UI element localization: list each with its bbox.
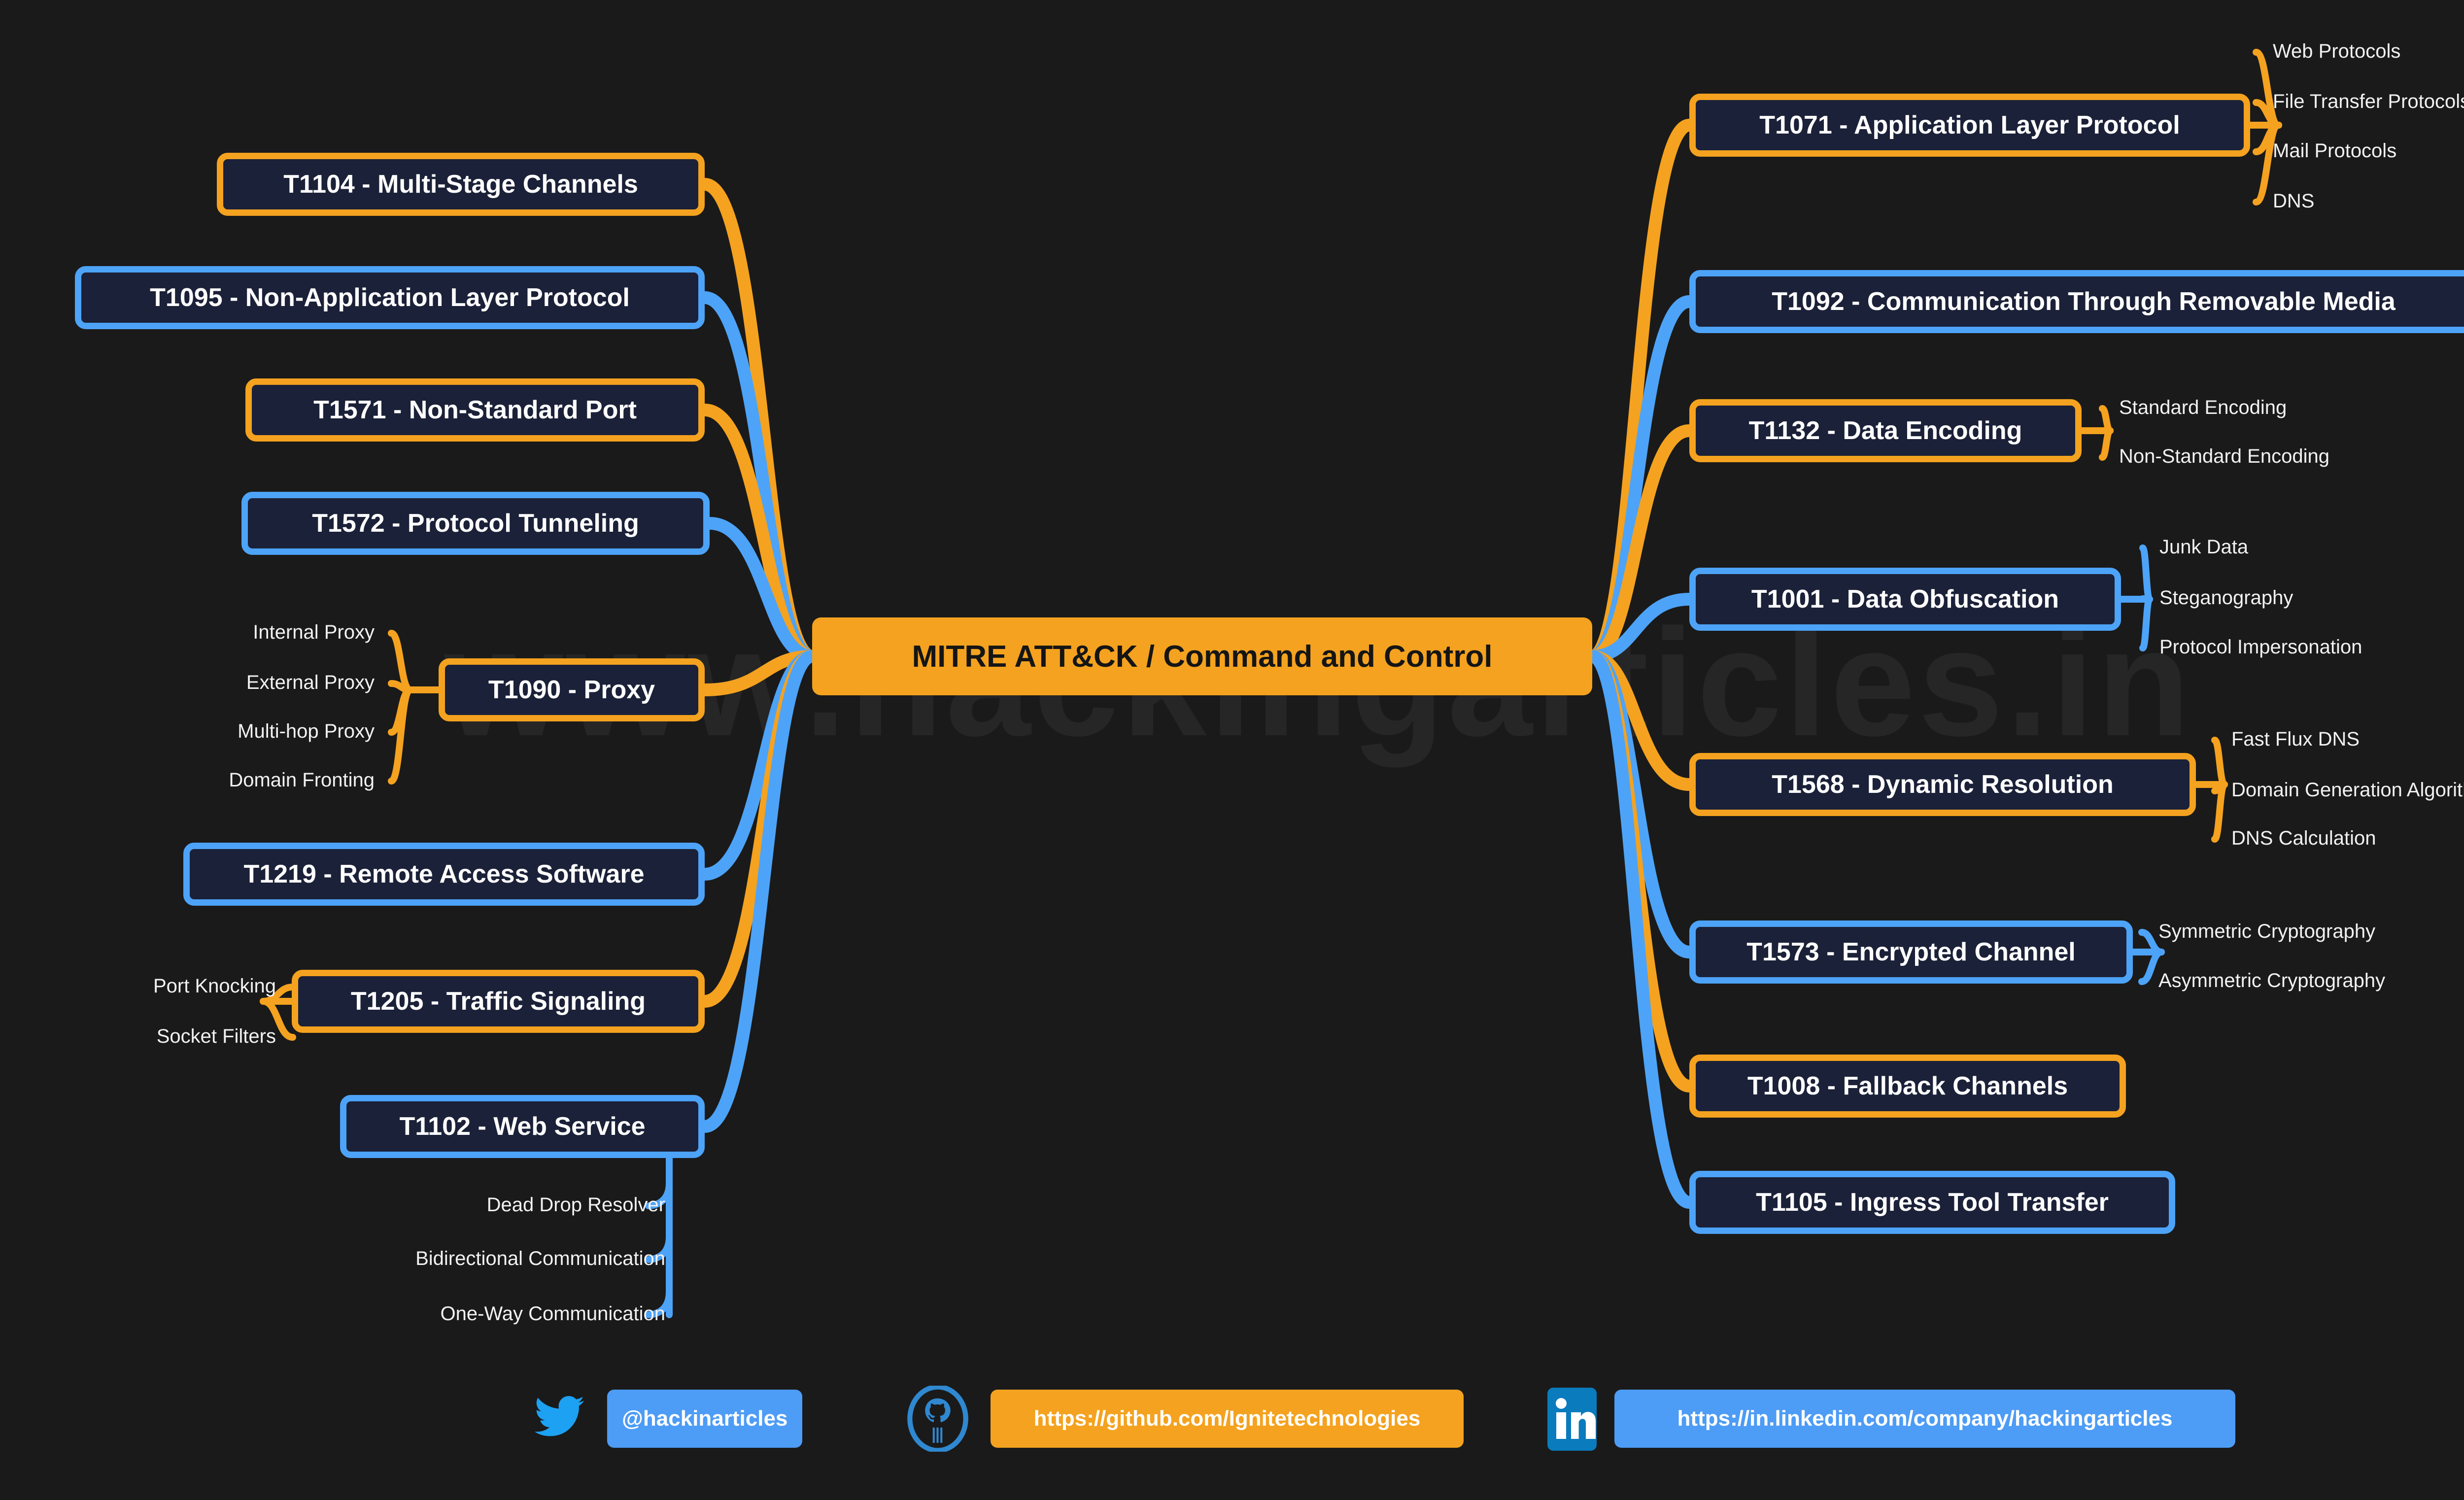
sub-technique-label: Steganography <box>2159 587 2293 609</box>
technique-node-t1102[interactable]: T1102 - Web Service <box>340 1095 705 1158</box>
github-icon <box>907 1386 969 1452</box>
connector <box>645 1180 673 1209</box>
technique-node-t1205[interactable]: T1205 - Traffic Signaling <box>292 970 705 1033</box>
technique-node-t1105[interactable]: T1105 - Ingress Tool Transfer <box>1689 1171 2175 1234</box>
sub-technique-label: Fast Flux DNS <box>2231 728 2360 750</box>
technique-node-t1092[interactable]: T1092 - Communication Through Removable … <box>1689 270 2464 333</box>
connector <box>260 998 296 1041</box>
technique-node-label: T1001 - Data Obfuscation <box>1751 585 2059 614</box>
sub-technique-label: Socket Filters <box>156 1025 276 1047</box>
github-url-badge[interactable]: https://github.com/Ignitetechnologies <box>991 1390 1464 1448</box>
technique-node-t1090[interactable]: T1090 - Proxy <box>439 658 705 721</box>
connector <box>2099 427 2114 461</box>
technique-node-t1095[interactable]: T1095 - Non-Application Layer Protocol <box>75 266 705 329</box>
technique-node-label: T1095 - Non-Application Layer Protocol <box>150 283 630 312</box>
sub-technique-label: Internal Proxy <box>253 621 375 643</box>
sub-technique-label: Symmetric Cryptography <box>2158 920 2376 942</box>
connector <box>2139 545 2153 603</box>
sub-technique-label: Multi-hop Proxy <box>238 720 375 742</box>
sub-technique-label: File Transfer Protocols <box>2273 91 2464 112</box>
technique-node-t1571[interactable]: T1571 - Non-Standard Port <box>245 378 705 442</box>
sub-technique-label: Web Protocols <box>2273 40 2401 62</box>
sub-technique-label: Bidirectional Communication <box>415 1248 665 1269</box>
technique-node-t1219[interactable]: T1219 - Remote Access Software <box>183 843 705 906</box>
footer-bar: @hackinarticles https://github.com/Ignit… <box>0 1380 2464 1459</box>
sub-technique-label: Junk Data <box>2159 536 2249 558</box>
sub-technique-label: Standard Encoding <box>2119 397 2287 418</box>
sub-technique-label: Asymmetric Cryptography <box>2158 970 2386 991</box>
sub-technique-label: Domain Fronting <box>229 769 375 791</box>
technique-node-t1071[interactable]: T1071 - Application Layer Protocol <box>1689 94 2250 157</box>
connector <box>2211 781 2228 843</box>
connector <box>2139 596 2153 651</box>
connector <box>1586 650 1696 1209</box>
connector <box>2211 737 2228 788</box>
technique-node-label: T1102 - Web Service <box>399 1112 646 1141</box>
connector <box>698 650 819 1133</box>
technique-node-t1132[interactable]: T1132 - Data Encoding <box>1689 399 2082 462</box>
connector <box>645 1289 673 1318</box>
connector <box>388 686 413 784</box>
technique-node-t1573[interactable]: T1573 - Encrypted Channel <box>1689 920 2133 984</box>
sub-technique-label: External Proxy <box>246 672 375 693</box>
sub-technique-label: Domain Generation Algorithms <box>2231 779 2464 801</box>
connector <box>1586 424 1696 663</box>
connector <box>645 1233 673 1263</box>
connector <box>2253 122 2282 205</box>
technique-node-t1104[interactable]: T1104 - Multi-Stage Channels <box>217 153 705 216</box>
technique-node-label: T1008 - Fallback Channels <box>1747 1072 2068 1100</box>
technique-node-t1572[interactable]: T1572 - Protocol Tunneling <box>241 492 710 555</box>
technique-node-t1001[interactable]: T1001 - Data Obfuscation <box>1689 568 2121 631</box>
technique-node-label: T1104 - Multi-Stage Channels <box>283 170 638 199</box>
technique-node-label: T1572 - Protocol Tunneling <box>312 509 639 538</box>
technique-node-t1568[interactable]: T1568 - Dynamic Resolution <box>1689 753 2196 816</box>
technique-node-label: T1071 - Application Layer Protocol <box>1759 111 2180 139</box>
technique-node-label: T1090 - Proxy <box>488 676 655 704</box>
technique-node-label: T1132 - Data Encoding <box>1748 416 2022 445</box>
technique-node-label: T1219 - Remote Access Software <box>243 860 645 888</box>
technique-node-label: T1571 - Non-Standard Port <box>313 396 637 424</box>
technique-node-t1008[interactable]: T1008 - Fallback Channels <box>1689 1055 2126 1118</box>
sub-technique-label: Mail Protocols <box>2273 140 2397 162</box>
connector <box>1586 593 1696 663</box>
technique-node-label: T1568 - Dynamic Resolution <box>1772 770 2114 799</box>
connector <box>703 517 819 663</box>
connector <box>2138 949 2165 985</box>
center-node[interactable]: MITRE ATT&CK / Command and Control <box>812 617 1592 695</box>
sub-technique-label: Protocol Impersonation <box>2159 636 2362 658</box>
connector <box>1586 119 1696 663</box>
sub-technique-label: DNS <box>2273 190 2315 212</box>
twitter-handle-badge[interactable]: @hackinarticles <box>607 1390 803 1448</box>
linkedin-icon <box>1547 1388 1597 1451</box>
sub-technique-label: Non-Standard Encoding <box>2119 445 2329 467</box>
twitter-icon <box>532 1390 586 1444</box>
sub-technique-label: Port Knocking <box>153 975 276 997</box>
linkedin-url-badge[interactable]: https://in.linkedin.com/company/hackinga… <box>1614 1390 2235 1448</box>
sub-technique-label: One-Way Communication <box>440 1303 665 1325</box>
sub-technique-label: Dead Drop Resolver <box>486 1194 665 1216</box>
sub-technique-label: DNS Calculation <box>2231 827 2376 849</box>
technique-node-label: T1105 - Ingress Tool Transfer <box>1756 1188 2109 1217</box>
technique-node-label: T1573 - Encrypted Channel <box>1746 938 2076 966</box>
technique-node-label: T1092 - Communication Through Removable … <box>1772 287 2396 316</box>
technique-node-label: T1205 - Traffic Signaling <box>350 987 646 1016</box>
